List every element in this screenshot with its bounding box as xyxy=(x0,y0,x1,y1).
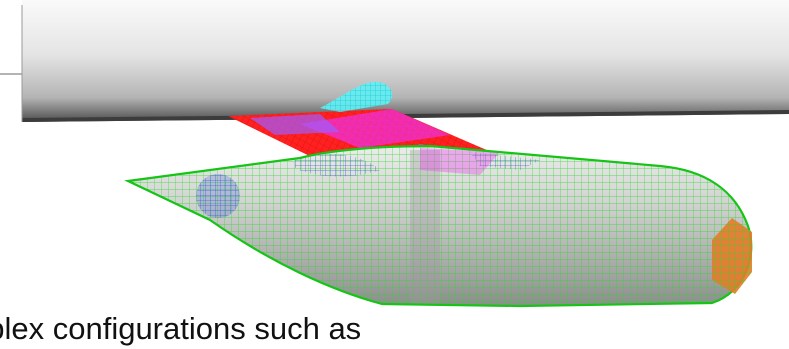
store-body xyxy=(124,144,753,308)
wing xyxy=(0,0,789,122)
cyan-fairing xyxy=(320,81,393,112)
caption-text: nplex configurations such as xyxy=(0,311,362,346)
caption-backdrop xyxy=(0,308,789,347)
